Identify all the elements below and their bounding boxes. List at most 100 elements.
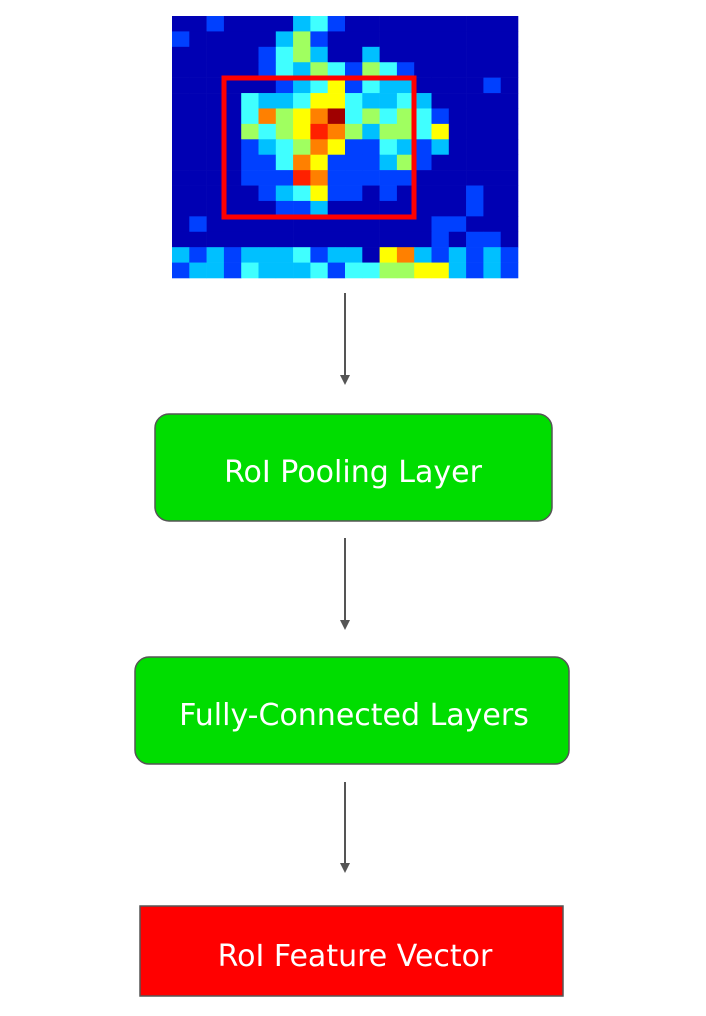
heatmap-cell xyxy=(362,170,380,186)
heatmap-cell xyxy=(327,16,346,32)
heatmap-cell xyxy=(483,62,501,78)
heatmap-cell xyxy=(293,77,311,94)
heatmap-cell xyxy=(241,154,259,171)
heatmap-cell xyxy=(293,139,311,155)
heatmap-cell xyxy=(414,185,432,202)
heatmap-cell xyxy=(448,31,467,48)
heatmap-cell xyxy=(258,262,277,279)
heatmap-cell xyxy=(396,262,415,279)
heatmap-cell xyxy=(466,216,484,233)
heatmap-cell xyxy=(379,62,398,78)
heatmap-cell xyxy=(310,108,328,125)
heatmap-cell xyxy=(414,139,432,155)
heatmap-cell xyxy=(500,123,519,140)
heatmap-cell xyxy=(483,139,501,155)
heatmap-cell xyxy=(241,200,259,217)
heatmap-cell xyxy=(379,123,398,140)
heatmap-cell xyxy=(431,16,450,32)
heatmap-cell xyxy=(396,247,415,263)
heatmap-cell xyxy=(172,16,190,32)
heatmap-cell xyxy=(293,231,311,248)
heatmap-cell xyxy=(327,139,346,155)
heatmap-cell xyxy=(362,231,380,248)
heatmap-cell xyxy=(431,93,450,109)
heatmap-cell xyxy=(310,231,328,248)
heatmap-cell xyxy=(500,46,519,63)
heatmap-cell xyxy=(483,185,501,202)
roi-feature-vector-label: RoI Feature Vector xyxy=(218,939,493,974)
heatmap-cell xyxy=(500,185,519,202)
heatmap-cell xyxy=(396,231,415,248)
heatmap-cell xyxy=(327,216,346,233)
heatmap-cell xyxy=(241,108,259,125)
heatmap-cell xyxy=(293,216,311,233)
heatmap-cell xyxy=(223,16,242,32)
heatmap-cell xyxy=(362,247,380,263)
heatmap-cell xyxy=(206,16,225,32)
heatmap-cell xyxy=(206,46,225,63)
heatmap-cell xyxy=(275,123,294,140)
heatmap-cell xyxy=(310,139,328,155)
heatmap-cell xyxy=(379,46,398,63)
heatmap-cell xyxy=(275,154,294,171)
heatmap-cell xyxy=(431,46,450,63)
heatmap-cell xyxy=(345,200,363,217)
heatmap-cell xyxy=(362,216,380,233)
heatmap-cell xyxy=(414,123,432,140)
heatmap-cell xyxy=(483,31,501,48)
heatmap-cell xyxy=(275,216,294,233)
heatmap-cell xyxy=(223,247,242,263)
heatmap-cell xyxy=(396,170,415,186)
heatmap-cell xyxy=(431,262,450,279)
heatmap-cell xyxy=(206,77,225,94)
heatmap-cell xyxy=(362,46,380,63)
heatmap-cell xyxy=(275,46,294,63)
heatmap-cell xyxy=(310,77,328,94)
heatmap-cell xyxy=(466,108,484,125)
heatmap-cell xyxy=(396,185,415,202)
heatmap-cell xyxy=(189,77,207,94)
heatmap-cell xyxy=(293,62,311,78)
heatmap-cell xyxy=(396,16,415,32)
heatmap-cell xyxy=(310,247,328,263)
heatmap-cell xyxy=(431,247,450,263)
heatmap-cell xyxy=(483,16,501,32)
heatmap-cell xyxy=(500,247,519,263)
heatmap-cell xyxy=(483,77,501,94)
heatmap-cell xyxy=(275,200,294,217)
heatmap-cell xyxy=(172,108,190,125)
heatmap-cell xyxy=(345,46,363,63)
heatmap-cell xyxy=(172,93,190,109)
heatmap-cell xyxy=(431,77,450,94)
heatmap-cell xyxy=(414,231,432,248)
heatmap-cell xyxy=(466,31,484,48)
heatmap-cell xyxy=(206,93,225,109)
heatmap-cell xyxy=(172,262,190,279)
heatmap-cell xyxy=(189,231,207,248)
heatmap-cell xyxy=(223,170,242,186)
heatmap-cell xyxy=(500,170,519,186)
heatmap-cell xyxy=(241,93,259,109)
heatmap-cell xyxy=(310,46,328,63)
heatmap-cell xyxy=(466,93,484,109)
heatmap-cell xyxy=(293,185,311,202)
heatmap-cell xyxy=(223,108,242,125)
heatmap-cell xyxy=(345,185,363,202)
heatmap-cell xyxy=(379,93,398,109)
heatmap-cell xyxy=(414,200,432,217)
heatmap-cell xyxy=(275,77,294,94)
heatmap-cell xyxy=(310,16,328,32)
heatmap-cell xyxy=(448,139,467,155)
heatmap-cell xyxy=(327,77,346,94)
heatmap-cell xyxy=(310,154,328,171)
heatmap-cell xyxy=(500,93,519,109)
heatmap-cell xyxy=(258,185,277,202)
heatmap-cell xyxy=(414,108,432,125)
heatmap-cell xyxy=(466,16,484,32)
heatmap-cell xyxy=(362,16,380,32)
heatmap-cell xyxy=(345,247,363,263)
heatmap-cell xyxy=(241,247,259,263)
heatmap-cell xyxy=(172,170,190,186)
heatmap-cell xyxy=(396,216,415,233)
heatmap-cell xyxy=(258,108,277,125)
